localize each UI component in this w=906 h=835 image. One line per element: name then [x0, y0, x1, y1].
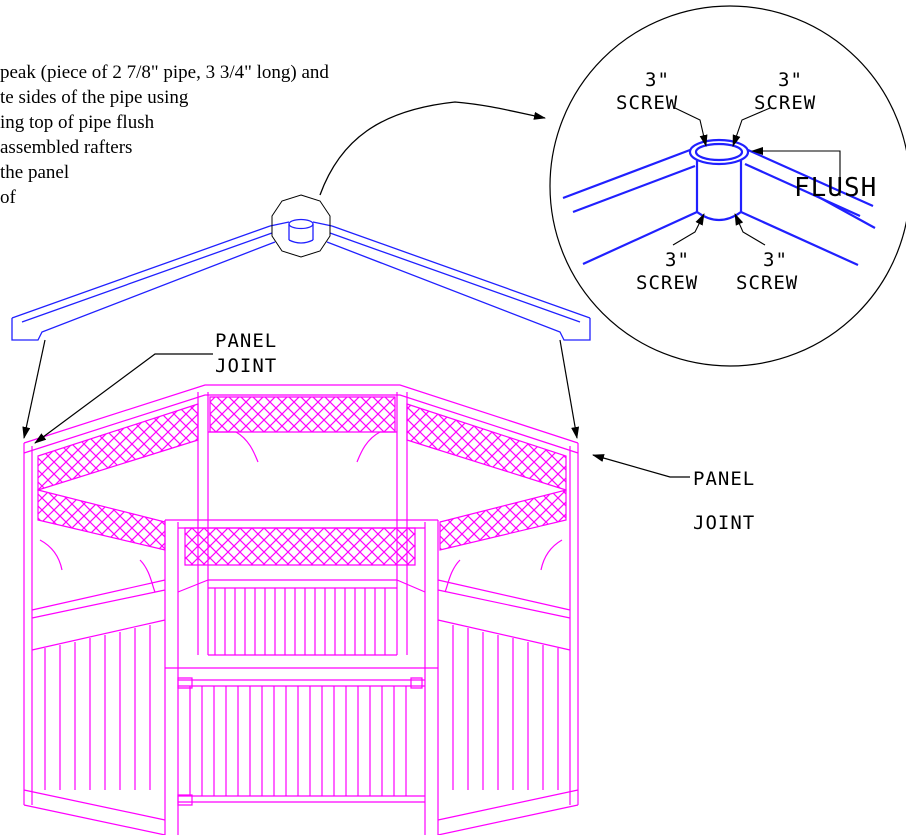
panel-joint-label-right-line1: PANEL	[693, 468, 755, 490]
instruction-line: of	[0, 187, 16, 208]
detail-leader	[319, 101, 546, 196]
instruction-line: te sides of the pipe using	[0, 87, 189, 108]
detail-view: 3" SCREW 3" SCREW 3" SCREW 3" SCREW FLUS…	[549, 5, 906, 367]
roof-rafters	[11, 218, 591, 341]
screw-size-label: 3"	[665, 249, 690, 271]
screw-label: SCREW	[636, 272, 698, 294]
panel-joint-leaders	[22, 339, 690, 478]
screw-label: SCREW	[754, 92, 816, 114]
flush-label: FLUSH	[794, 173, 877, 203]
panel-joint-label-left-line1: PANEL	[215, 330, 277, 352]
panel-joint-label-left-line2: JOINT	[215, 355, 277, 377]
screw-label: SCREW	[616, 92, 678, 114]
instruction-line: peak (piece of 2 7/8" pipe, 3 3/4" long)…	[0, 62, 329, 83]
screw-size-label: 3"	[763, 249, 788, 271]
instruction-line: the panel	[0, 162, 70, 183]
screw-size-label: 3"	[778, 69, 803, 91]
panel-joint-label-right-line2: JOINT	[693, 512, 755, 534]
screw-label: SCREW	[736, 272, 798, 294]
peak-highlight-circle	[271, 194, 331, 258]
screw-size-label: 3"	[645, 69, 670, 91]
gazebo-structure	[23, 384, 579, 835]
instruction-line: ing top of pipe flush	[0, 112, 155, 133]
instruction-line: assembled rafters	[0, 137, 133, 158]
